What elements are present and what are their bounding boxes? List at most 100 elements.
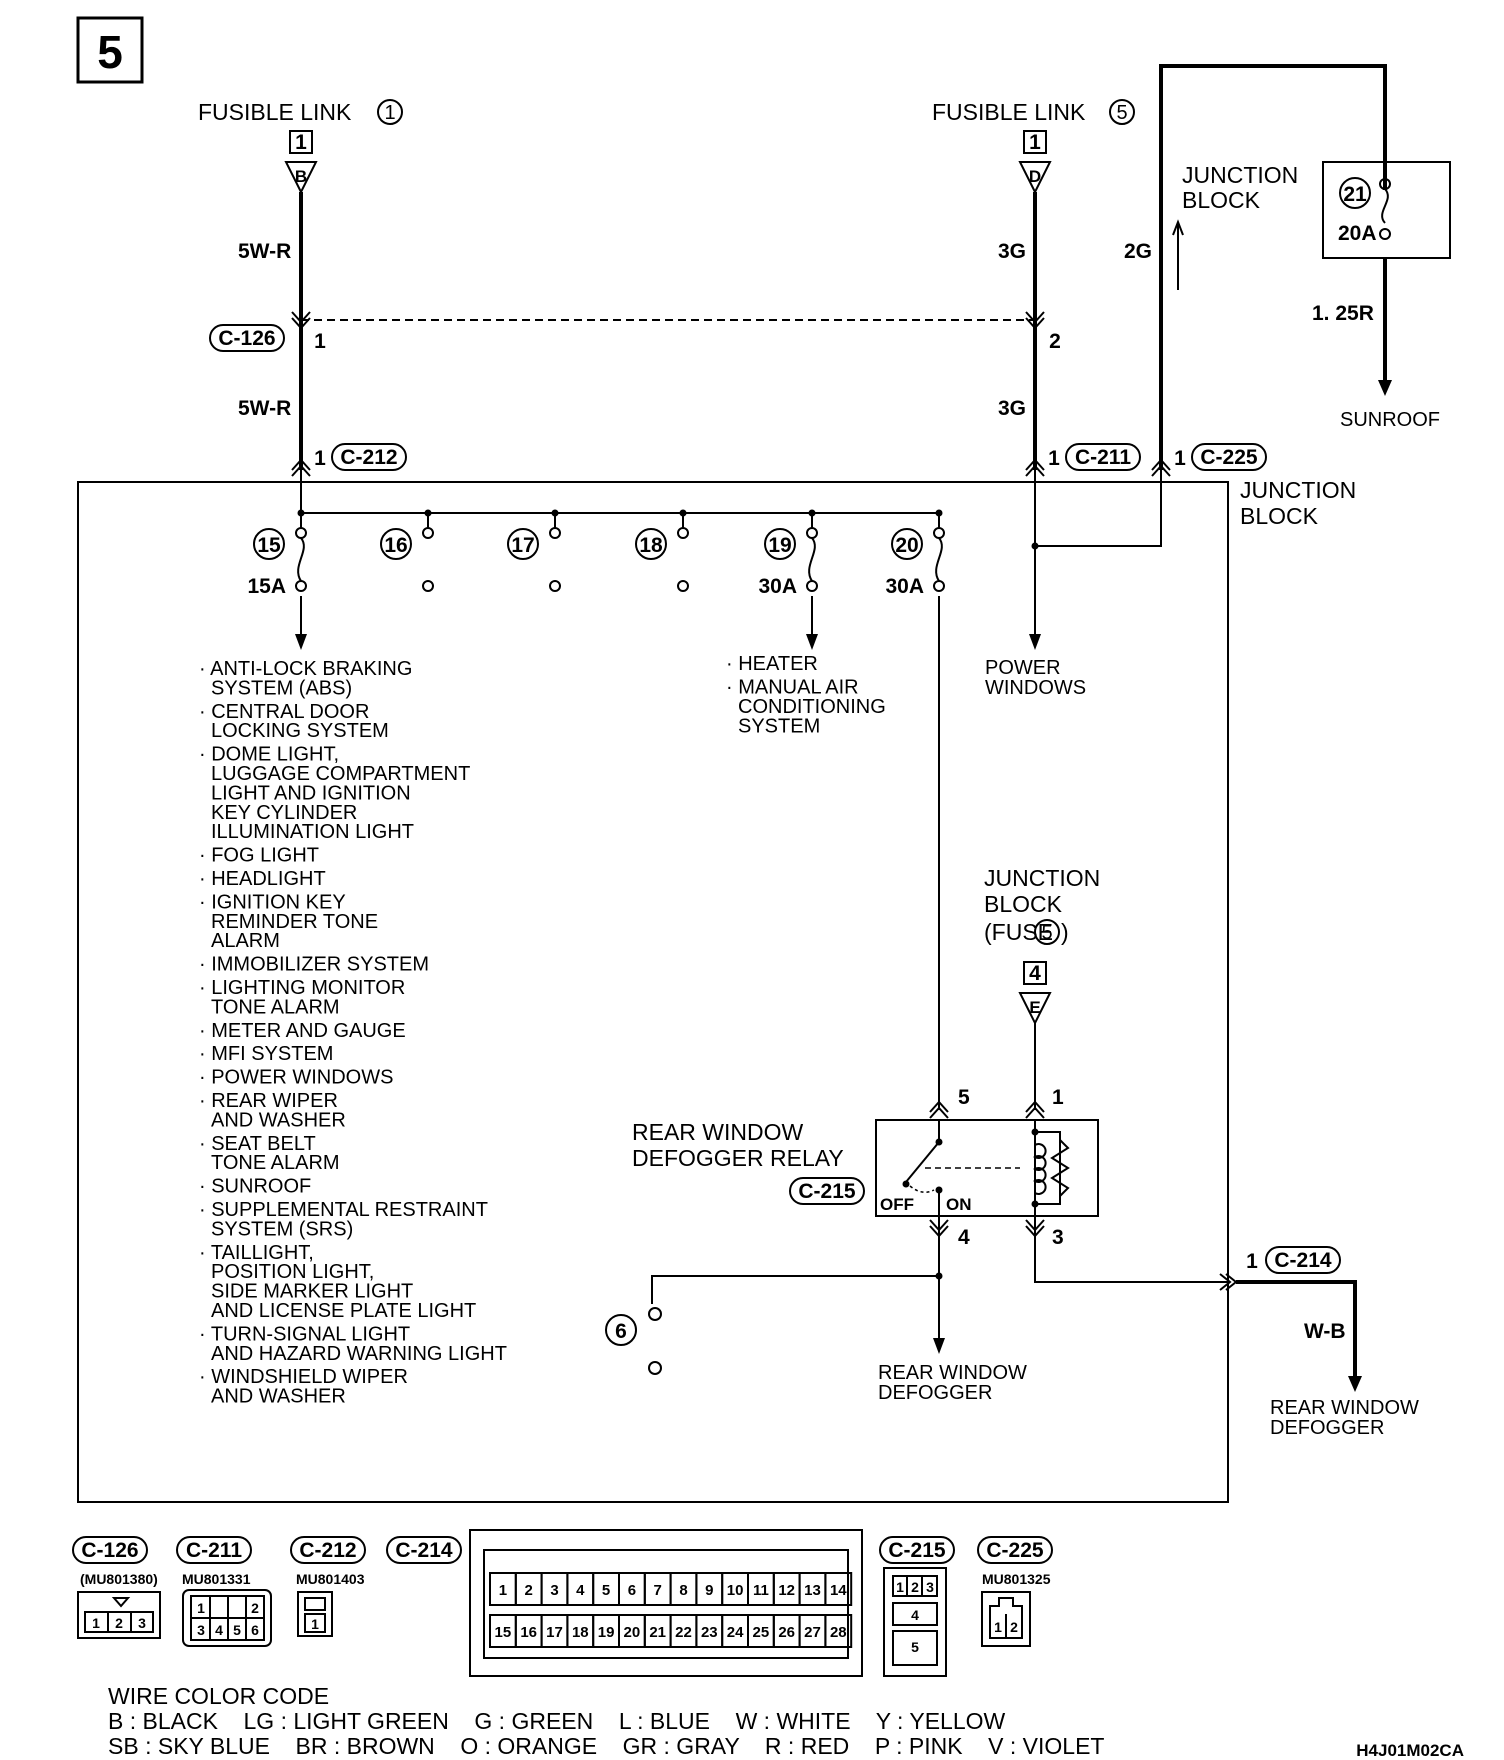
sunroof-label: SUNROOF	[1340, 409, 1440, 431]
svg-text:BLOCK: BLOCK	[984, 891, 1063, 917]
svg-text:MU801325: MU801325	[982, 1571, 1051, 1587]
c214-pin: 18	[572, 1624, 589, 1641]
list-item-text: SYSTEM	[738, 716, 820, 738]
list-item: · HEADLIGHT	[199, 868, 326, 890]
list-item-text: · SEAT BELT	[199, 1133, 316, 1155]
c225-connector-label: 1 C-225	[1174, 443, 1267, 471]
list-item-text: AND WASHER	[211, 1109, 346, 1131]
c214-pin: 11	[753, 1582, 769, 1599]
svg-text:1: 1	[1052, 1086, 1064, 1109]
c214-pin: 21	[649, 1624, 666, 1641]
legend-c211: C-211 MU801331 1 2 3 4 5 6	[176, 1536, 272, 1647]
c214-pin: 6	[628, 1582, 636, 1599]
svg-text:ON: ON	[946, 1195, 972, 1214]
fuse5-pin: E	[1029, 998, 1040, 1017]
c214-pin: 9	[705, 1582, 713, 1599]
junction-block-main-label: JUNCTION BLOCK	[1240, 477, 1356, 529]
svg-text:C-225: C-225	[986, 1539, 1044, 1562]
list-item-text: REMINDER TONE	[211, 911, 378, 933]
svg-text:MU801331: MU801331	[182, 1571, 251, 1587]
svg-text:1: 1	[314, 447, 326, 470]
list-item-text: AND LICENSE PLATE LIGHT	[211, 1300, 476, 1322]
svg-text:BLOCK: BLOCK	[1182, 187, 1261, 213]
fusible-link-1-number: 1	[384, 102, 395, 124]
wire-label-1-25r: 1. 25R	[1312, 302, 1374, 325]
c214-pin: 4	[576, 1582, 585, 1599]
svg-text:SB : SKY BLUE BR : BROWN: SB : SKY BLUE BR : BROWN O : ORANGE GR :…	[108, 1733, 1104, 1759]
fuse-15-amperage: 15A	[247, 575, 286, 598]
legend-c225: C-225 MU801325 1 2	[977, 1536, 1053, 1647]
list-item-text: · TURN-SIGNAL LIGHT	[199, 1323, 410, 1345]
legend-c126: C-126 (MU801380) 1 2 3	[72, 1536, 161, 1639]
svg-text:C-126: C-126	[218, 327, 275, 350]
svg-text:JUNCTION: JUNCTION	[1182, 162, 1298, 188]
svg-text:1: 1	[1174, 447, 1186, 470]
svg-text:C-211: C-211	[1075, 446, 1131, 469]
c214-pin: 27	[804, 1624, 821, 1641]
list-item: · HEATER	[726, 653, 818, 675]
svg-text:(MU801380): (MU801380)	[80, 1571, 158, 1587]
c214-pin: 25	[753, 1624, 770, 1641]
svg-text:C-211: C-211	[186, 1539, 242, 1562]
svg-text:2: 2	[1010, 1619, 1018, 1635]
fuse-19-amperage: 30A	[758, 575, 797, 598]
fusible-link-1-label: FUSIBLE LINK	[198, 99, 352, 125]
page-number-box: 5	[76, 16, 144, 84]
c214-pin: 28	[830, 1624, 847, 1641]
svg-text:1: 1	[896, 1579, 904, 1595]
svg-text:REAR WINDOW: REAR WINDOW	[632, 1119, 804, 1145]
c214-pin: 14	[830, 1582, 847, 1599]
c214-pin: 5	[602, 1582, 610, 1599]
svg-text:DEFOGGER RELAY: DEFOGGER RELAY	[632, 1145, 844, 1171]
list-item-text: LOCKING SYSTEM	[211, 720, 389, 742]
list-item: · TAILLIGHT,POSITION LIGHT,SIDE MARKER L…	[199, 1242, 476, 1322]
svg-text:4: 4	[215, 1622, 223, 1638]
c214-pin: 16	[520, 1624, 537, 1641]
connector-legend: C-126 (MU801380) 1 2 3 C-211 MU801331 1 …	[72, 1529, 1053, 1677]
svg-text:3: 3	[1052, 1226, 1064, 1249]
c211-connector-label: 1 C-211	[1048, 443, 1141, 471]
svg-text:C-225: C-225	[1200, 446, 1258, 469]
svg-text:4: 4	[911, 1607, 919, 1623]
wire-label-w-b: W-B	[1304, 1320, 1346, 1343]
list-item-text: · REAR WIPER	[199, 1090, 338, 1112]
fusible-link-5-pin: D	[1029, 167, 1041, 186]
svg-text:3: 3	[926, 1579, 934, 1595]
svg-text:5: 5	[958, 1086, 970, 1109]
c126-connector-label: C-126 1 2	[209, 324, 1061, 353]
svg-text:(FUSE: (FUSE	[984, 919, 1053, 945]
fuse-17-number: 17	[511, 534, 534, 557]
list-item-text: · HEADLIGHT	[199, 868, 326, 890]
fuse-19-icon	[808, 537, 816, 582]
rear-window-defogger-relay: REAR WINDOW DEFOGGER RELAY C-215 5 1 OFF…	[632, 1086, 1099, 1249]
wire-label-5w-r-top: 5W-R	[238, 240, 291, 263]
legend-c212: C-212 MU801403 1	[290, 1536, 366, 1637]
c211-chevron	[1025, 458, 1045, 477]
svg-text:1: 1	[197, 1600, 205, 1616]
wire-color-code: WIRE COLOR CODE B : BLACK LG : LIGHT GRE…	[108, 1683, 1464, 1760]
c214-pin: 20	[624, 1624, 641, 1641]
pw-label-line: POWER	[985, 657, 1061, 679]
fusible-link-1-terminal: 1	[295, 131, 307, 154]
svg-text:2: 2	[251, 1600, 259, 1616]
list-item-text: AND WASHER	[211, 1386, 346, 1408]
svg-text:WIRE COLOR CODE: WIRE COLOR CODE	[108, 1683, 329, 1709]
list-item-text: · IGNITION KEY	[199, 891, 346, 913]
list-item-text: · IMMOBILIZER SYSTEM	[199, 954, 429, 976]
c212-connector-label: 1 C-212	[314, 443, 407, 471]
list-item: · SUNROOF	[199, 1176, 311, 1198]
svg-text:C-214: C-214	[395, 1539, 453, 1562]
list-item-text: LIGHT AND IGNITION	[211, 782, 411, 804]
list-item-text: LUGGAGE COMPARTMENT	[211, 763, 470, 785]
fuse-18: 18	[635, 509, 689, 592]
svg-text:C-126: C-126	[81, 1539, 138, 1562]
wire-label-3g-top: 3G	[998, 240, 1026, 263]
fuse-20-icon	[935, 537, 943, 582]
